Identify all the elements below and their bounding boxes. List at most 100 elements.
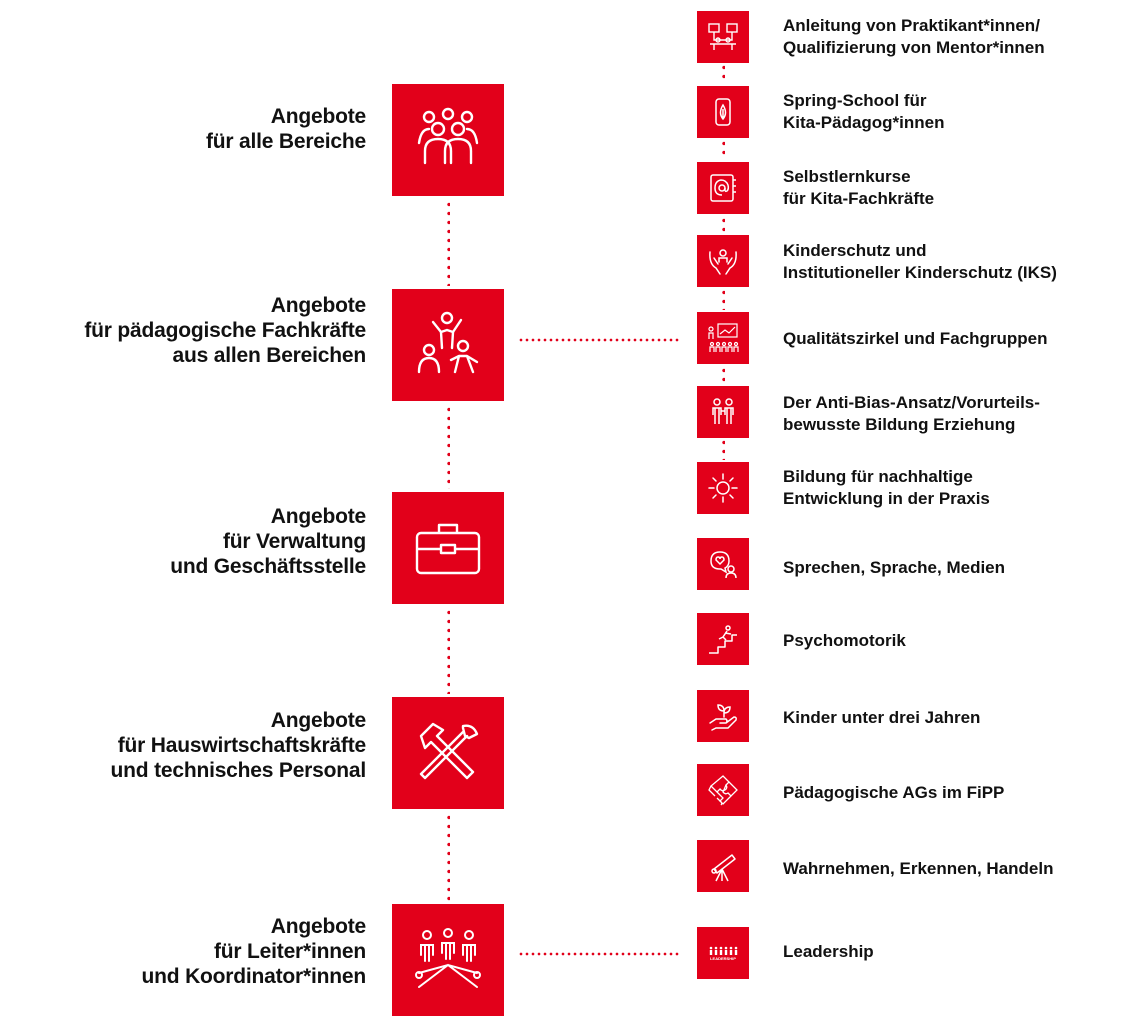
item-label-line: Anleitung von Praktikant*innen/ <box>783 16 1040 35</box>
item-label: Pädagogische AGs im FiPP <box>783 782 1133 804</box>
category-label: Angebote für Leiter*innen und Koordinato… <box>0 914 367 989</box>
item-label-line: Psychomotorik <box>783 631 906 650</box>
item-label-line: für Kita-Fachkräfte <box>783 189 935 208</box>
item-label: Anleitung von Praktikant*innen/ Qualifiz… <box>783 15 1133 59</box>
item-box <box>697 312 749 364</box>
item-label-line: Qualifizierung von Mentor*innen <box>783 38 1045 57</box>
hand-sprout-icon <box>709 704 737 731</box>
item-label-line: Kinder unter drei Jahren <box>783 708 981 727</box>
item-label-line: Kita-Pädagog*innen <box>783 113 945 132</box>
mentoring-icon <box>708 23 738 50</box>
category-label-line: für Hauswirtschaftskräfte <box>117 734 366 757</box>
item-label-line: Entwicklung in der Praxis <box>783 489 990 508</box>
category-label-line: und technisches Personal <box>110 759 367 782</box>
category-label-line: für Verwaltung <box>222 530 366 553</box>
two-persons-icon <box>712 398 734 424</box>
item-label-line: Sprechen, Sprache, Medien <box>783 558 1006 577</box>
speech-heart-icon <box>710 551 737 579</box>
item-label: Psychomotorik <box>783 630 1133 652</box>
vertical-dotted-connector <box>722 366 725 384</box>
category-box <box>392 904 504 1016</box>
category-label-line: Angebote <box>270 105 366 128</box>
item-box <box>697 86 749 138</box>
category-label-line: und Geschäftsstelle <box>170 555 366 578</box>
category-label: Angebote für Hauswirtschaftskräfte und t… <box>0 708 367 783</box>
item-label-line: Spring-School für <box>783 91 927 110</box>
horizontal-dotted-connector <box>518 952 680 956</box>
item-label: Sprechen, Sprache, Medien <box>783 557 1133 579</box>
item-label-line: Bildung für nachhaltige <box>783 467 973 486</box>
item-box <box>697 690 749 742</box>
item-label: Selbstlernkurse für Kita-Fachkräfte <box>783 166 1133 210</box>
item-label-line: Wahrnehmen, Erkennen, Handeln <box>783 859 1054 878</box>
phone-leaf-icon <box>715 98 731 126</box>
category-label: Angebote für pädagogische Fachkräfte aus… <box>0 293 366 368</box>
briefcase-icon <box>415 523 481 575</box>
item-label: Leadership <box>783 941 1133 963</box>
item-label-line: Selbstlernkurse <box>783 167 911 186</box>
item-label: Qualitätszirkel und Fachgruppen <box>783 328 1133 350</box>
vertical-dotted-connector <box>722 63 725 83</box>
item-box <box>697 613 749 665</box>
protecting-hands-icon <box>709 249 737 275</box>
item-box <box>697 235 749 287</box>
category-label: Angebote für alle Bereiche <box>0 104 366 154</box>
climbing-stairs-icon <box>709 625 737 654</box>
category-box <box>392 84 504 196</box>
item-box: LEADERSHIP <box>697 927 749 979</box>
item-box <box>697 386 749 438</box>
leadership-icon-text: LEADERSHIP <box>710 956 736 961</box>
item-box <box>697 764 749 816</box>
item-label-line: Kinderschutz und <box>783 241 927 260</box>
vertical-dotted-connector <box>722 139 725 159</box>
vertical-dotted-connector <box>447 813 450 901</box>
leadership-icon: LEADERSHIP <box>709 946 738 961</box>
item-label: Wahrnehmen, Erkennen, Handeln <box>783 858 1133 880</box>
category-label-line: für pädagogische Fachkräfte <box>84 319 366 342</box>
category-label: Angebote für Verwaltung und Geschäftsste… <box>0 504 366 579</box>
item-label-line: Institutioneller Kinderschutz (IKS) <box>783 263 1057 282</box>
vertical-dotted-connector <box>447 405 450 489</box>
item-label-line: Pädagogische AGs im FiPP <box>783 783 1005 802</box>
telescope-icon <box>711 854 736 882</box>
tools-icon <box>419 722 479 780</box>
vertical-dotted-connector <box>722 216 725 234</box>
item-label-line: Der Anti-Bias-Ansatz/Vorurteils- <box>783 393 1040 412</box>
leadership-network-icon <box>415 928 481 988</box>
item-label-line: Qualitätszirkel und Fachgruppen <box>783 329 1048 348</box>
category-label-line: Angebote <box>270 294 366 317</box>
item-label: Bildung für nachhaltige Entwicklung in d… <box>783 466 1133 510</box>
puzzle-icon <box>708 775 738 806</box>
category-box <box>392 492 504 604</box>
vertical-dotted-connector <box>447 608 450 694</box>
item-label: Spring-School für Kita-Pädagog*innen <box>783 90 1133 134</box>
item-label: Der Anti-Bias-Ansatz/Vorurteils- bewusst… <box>783 392 1133 436</box>
item-box <box>697 538 749 590</box>
item-label-line: bewusste Bildung Erziehung <box>783 415 1016 434</box>
item-box <box>697 462 749 514</box>
presentation-group-icon <box>708 323 739 352</box>
item-box <box>697 162 749 214</box>
sun-icon <box>708 473 738 503</box>
item-label-line: Leadership <box>783 942 874 961</box>
item-box <box>697 840 749 892</box>
at-notebook-icon <box>710 174 736 202</box>
horizontal-dotted-connector <box>518 338 680 342</box>
people-group-icon <box>417 107 479 165</box>
vertical-dotted-connector <box>447 200 450 286</box>
category-label-line: für Leiter*innen <box>214 940 366 963</box>
item-label: Kinder unter drei Jahren <box>783 707 1133 729</box>
item-box <box>697 11 749 63</box>
category-label-line: und Koordinator*innen <box>141 965 367 988</box>
category-label-line: Angebote <box>270 915 366 938</box>
category-box <box>392 289 504 401</box>
category-box <box>392 697 504 809</box>
vertical-dotted-connector <box>722 288 725 310</box>
category-label-line: aus allen Bereichen <box>172 344 367 367</box>
item-label: Kinderschutz und Institutioneller Kinder… <box>783 240 1133 284</box>
category-label-line: Angebote <box>270 505 366 528</box>
category-label-line: für alle Bereiche <box>205 130 366 153</box>
vertical-dotted-connector <box>722 438 725 460</box>
category-label-line: Angebote <box>270 709 366 732</box>
children-playing-icon <box>417 311 479 374</box>
